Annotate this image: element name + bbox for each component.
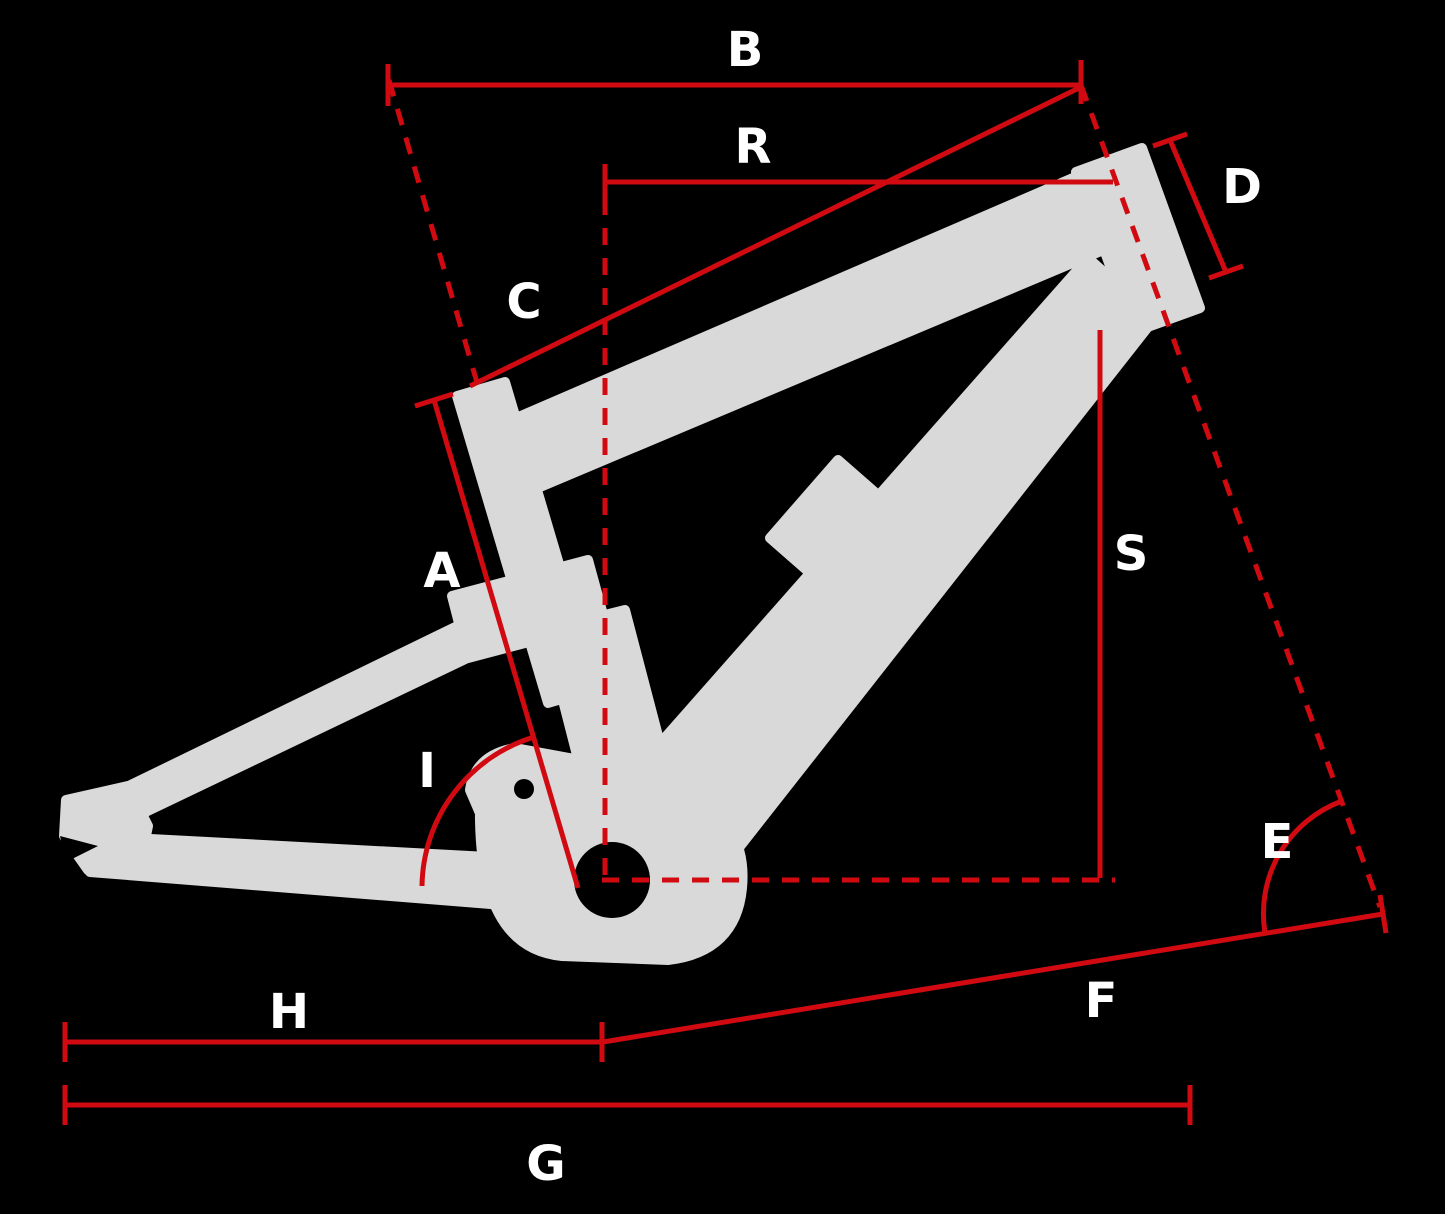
dim-d-tick-bottom: [1208, 263, 1244, 281]
steering-axis-dashed: [1078, 84, 1383, 908]
label-e: E: [1261, 814, 1294, 870]
dim-c-line: [468, 84, 1083, 389]
dimension-labels: B R D C A S I E H F G: [269, 22, 1293, 1192]
label-h: H: [269, 984, 309, 1040]
label-c: C: [506, 274, 541, 330]
label-s: S: [1114, 526, 1149, 582]
bike-frame: [59, 143, 1205, 965]
label-b: B: [727, 22, 764, 78]
dim-d-tick-top: [1152, 131, 1188, 149]
pivot-hole: [514, 779, 534, 799]
label-f: F: [1085, 973, 1118, 1029]
dim-f-tick-right: [1377, 894, 1389, 934]
head-angle-arc: [1260, 798, 1343, 934]
label-r: R: [735, 119, 772, 175]
shock-mount-tab: [765, 455, 883, 578]
dim-d-line: [1167, 139, 1229, 273]
dim-a-tick-top: [414, 391, 454, 409]
dim-a-line: [431, 399, 581, 889]
label-i: I: [418, 743, 436, 799]
rear-dropout: [59, 781, 153, 879]
label-a: A: [423, 543, 460, 599]
seat-tube-axis-dashed: [386, 79, 481, 387]
dim-f-line: [602, 911, 1384, 1045]
seat-angle-arc: [419, 734, 535, 887]
dimension-lines: [62, 60, 1389, 1125]
label-g: G: [526, 1136, 565, 1192]
label-d: D: [1222, 159, 1262, 215]
dropout-axle-slot: [60, 836, 98, 862]
